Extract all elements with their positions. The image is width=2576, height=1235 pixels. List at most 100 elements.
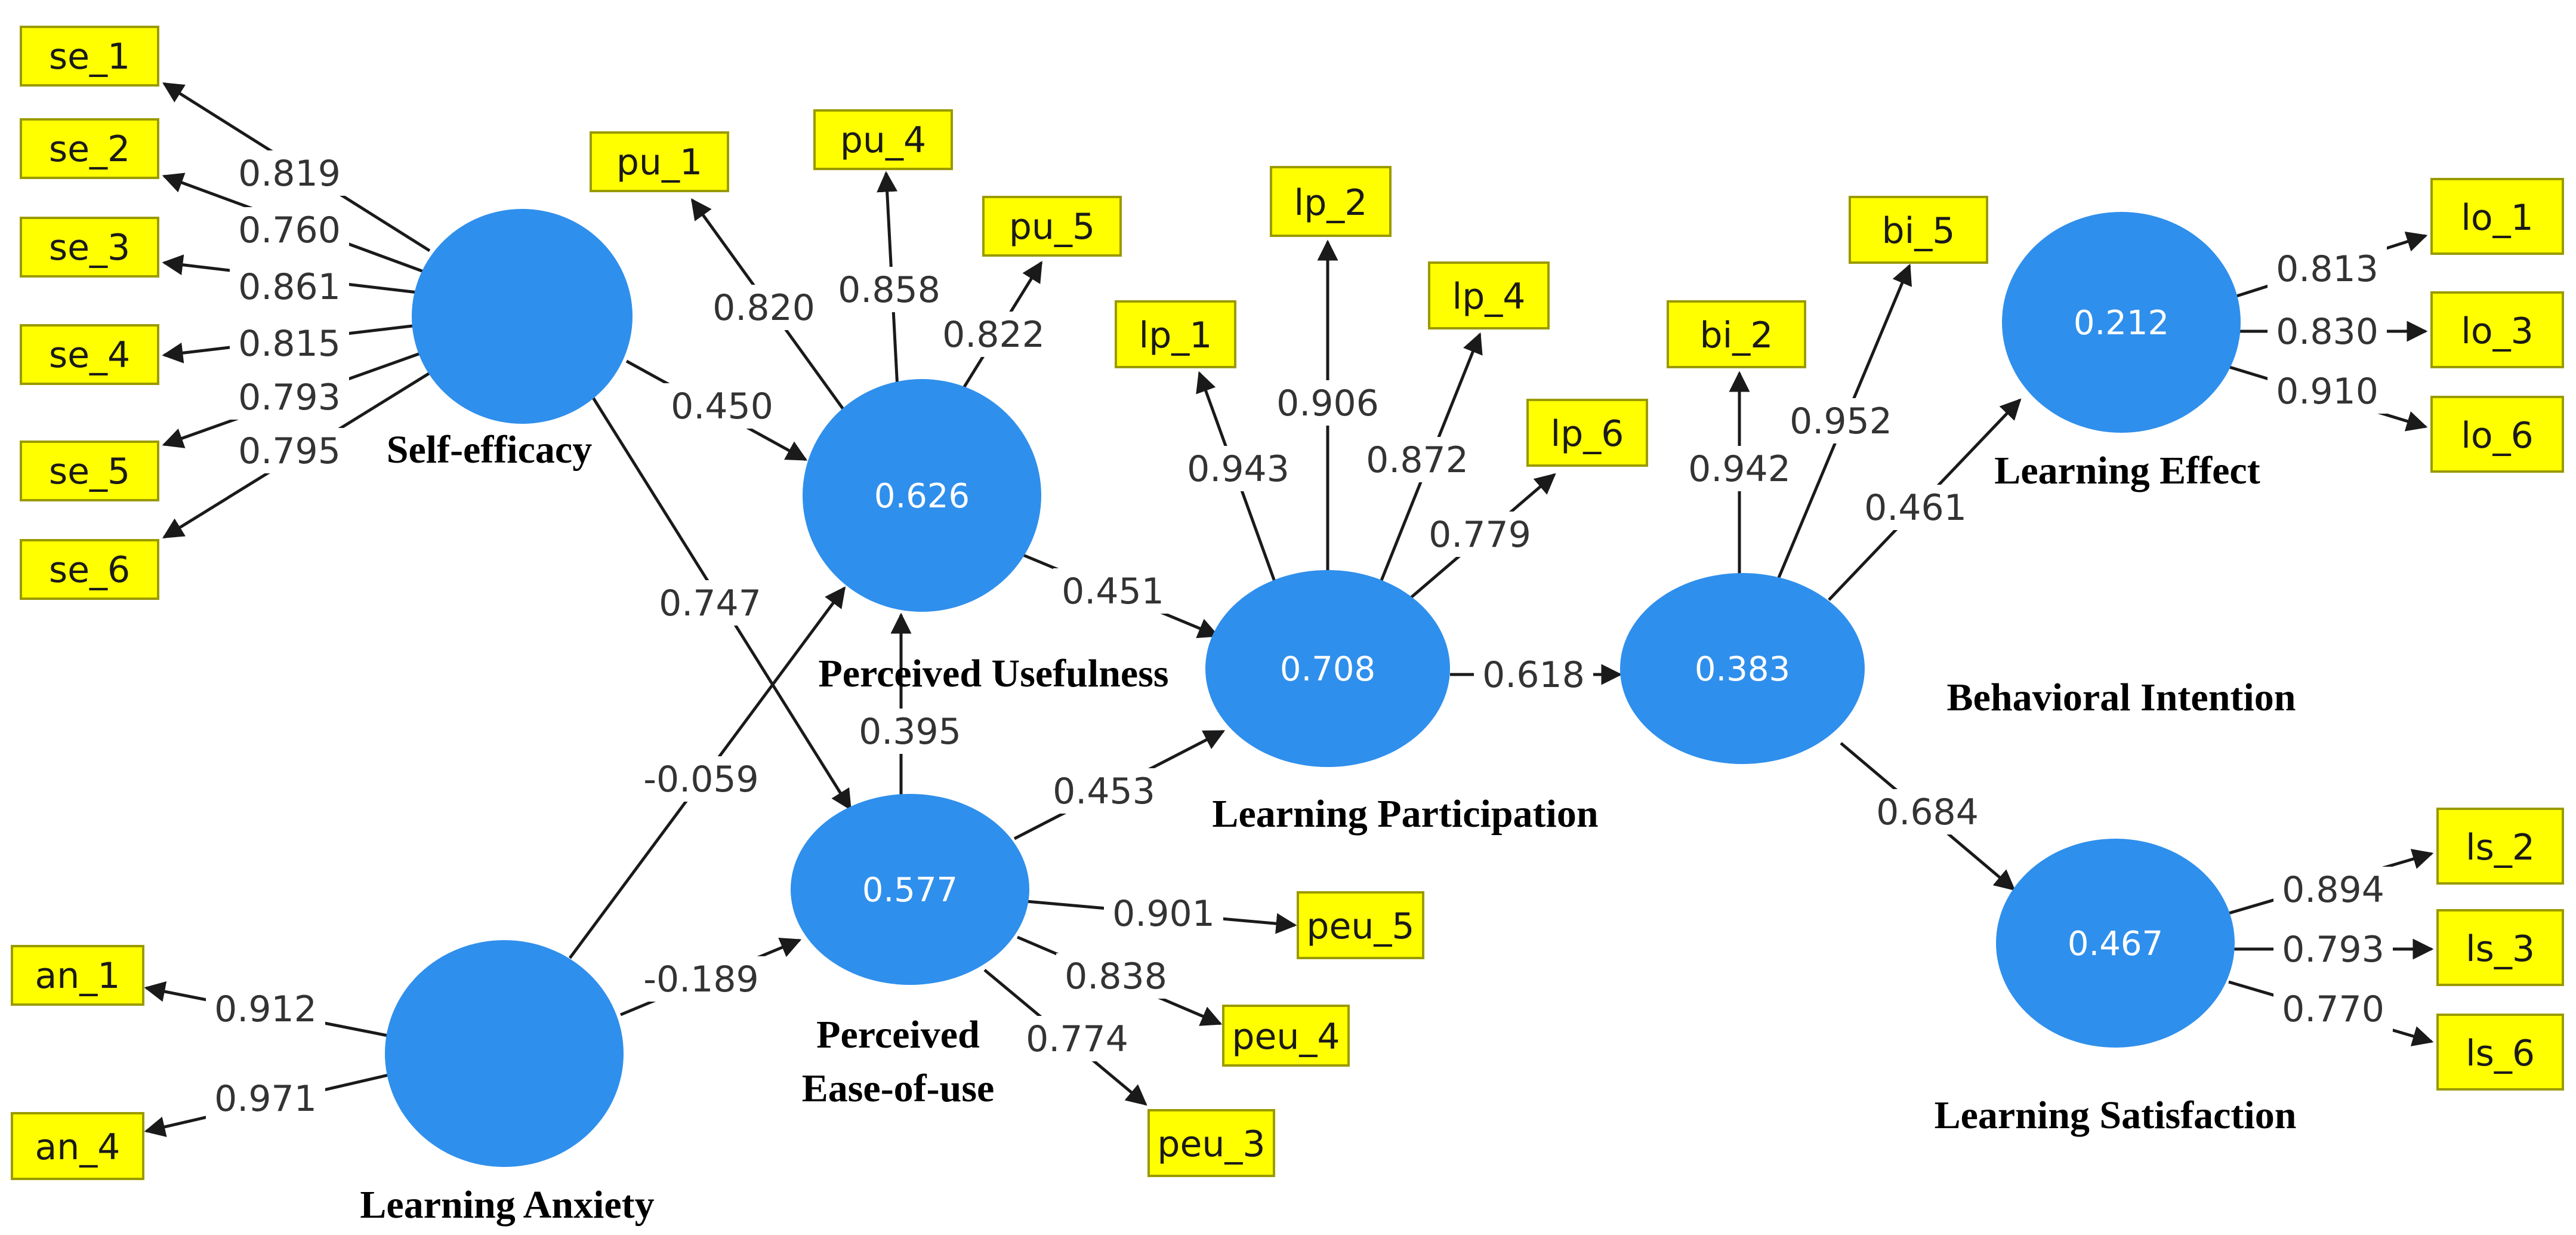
svg-text:0.813: 0.813: [2276, 248, 2378, 290]
svg-text:0.820: 0.820: [712, 287, 815, 329]
construct-perceived-ease-of-use: 0.577: [791, 794, 1029, 985]
loading-bi_2: 0.942: [1680, 446, 1799, 491]
svg-text:-0.059: -0.059: [643, 759, 758, 800]
label-learning-effect: Learning Effect: [1994, 449, 2260, 492]
svg-text:lp_1: lp_1: [1139, 315, 1213, 356]
svg-text:0.774: 0.774: [1026, 1018, 1128, 1060]
indicator-lp_1: lp_1: [1115, 300, 1236, 368]
svg-text:lo_1: lo_1: [2461, 197, 2534, 239]
svg-text:0.906: 0.906: [1276, 383, 1379, 424]
svg-text:0.942: 0.942: [1688, 448, 1791, 490]
loading-peu_5: 0.901: [1104, 891, 1223, 936]
svg-text:bi_5: bi_5: [1882, 210, 1955, 252]
loading-lp_4: 0.872: [1358, 437, 1477, 482]
indicator-ls_2: ls_2: [2436, 808, 2564, 885]
svg-text:0.894: 0.894: [2282, 869, 2384, 911]
svg-text:ls_2: ls_2: [2466, 827, 2535, 868]
svg-text:0.450: 0.450: [671, 386, 773, 427]
indicator-boxes: se_1 se_2 se_3 se_4 se_5 se_6 pu_1 pu_4 …: [11, 26, 2564, 1180]
svg-text:0.838: 0.838: [1065, 956, 1167, 997]
svg-text:-0.189: -0.189: [643, 959, 758, 1000]
construct-self-efficacy: [412, 209, 633, 424]
edge-labels: 0.819 0.760 0.861 0.815 0.793 0.795 0.82…: [206, 150, 2393, 1121]
indicator-pu_1: pu_1: [590, 131, 729, 192]
construct-perceived-usefulness: 0.626: [803, 379, 1041, 612]
svg-text:0.212: 0.212: [2074, 304, 2169, 343]
indicator-bi_5: bi_5: [1849, 196, 1988, 264]
indicator-pu_5: pu_5: [982, 196, 1122, 257]
indicator-se_6: se_6: [20, 539, 159, 600]
label-learning-satisfaction: Learning Satisfaction: [1935, 1094, 2297, 1137]
loading-ls_3: 0.793: [2273, 926, 2393, 972]
loading-an_1: 0.912: [206, 986, 325, 1031]
label-self-efficacy: Self-efficacy: [387, 428, 592, 472]
svg-text:an_1: an_1: [35, 955, 121, 997]
svg-text:0.795: 0.795: [238, 430, 341, 472]
svg-text:0.910: 0.910: [2276, 371, 2378, 412]
svg-text:se_1: se_1: [49, 36, 130, 78]
loading-se_3: 0.861: [230, 264, 349, 309]
svg-text:se_2: se_2: [49, 128, 130, 170]
path-label-peu-lp: 0.453: [1044, 768, 1164, 814]
path-label-bi-ls: 0.684: [1868, 789, 1987, 834]
svg-text:pu_4: pu_4: [840, 119, 926, 161]
svg-text:0.872: 0.872: [1366, 439, 1469, 481]
svg-text:0.822: 0.822: [942, 314, 1045, 356]
svg-text:pu_5: pu_5: [1009, 206, 1095, 248]
svg-text:0.770: 0.770: [2282, 988, 2384, 1030]
indicator-se_4: se_4: [20, 324, 159, 385]
svg-text:0.819: 0.819: [238, 153, 341, 195]
construct-labels: Self-efficacy Perceived Usefulness Perce…: [360, 428, 2296, 1227]
loading-pu_5: 0.822: [934, 312, 1053, 357]
svg-text:0.618: 0.618: [1482, 654, 1585, 696]
loading-lo_1: 0.813: [2268, 246, 2387, 291]
path-label-pu-lp: 0.451: [1053, 568, 1173, 614]
svg-text:pu_1: pu_1: [616, 141, 702, 183]
svg-text:ls_6: ls_6: [2466, 1033, 2535, 1074]
label-learning-participation: Learning Participation: [1212, 792, 1598, 836]
path-label-an-pu: -0.059: [633, 756, 770, 802]
indicator-bi_2: bi_2: [1667, 300, 1806, 368]
svg-text:peu_3: peu_3: [1157, 1123, 1265, 1165]
svg-text:0.626: 0.626: [874, 477, 970, 516]
svg-text:bi_2: bi_2: [1700, 315, 1773, 356]
path-label-se-pu: 0.450: [662, 383, 782, 429]
construct-learning-effect: 0.212: [2002, 212, 2241, 433]
indicator-pu_4: pu_4: [813, 109, 953, 170]
loading-an_4: 0.971: [206, 1076, 325, 1121]
constructs: 0.626 0.577 0.708 0.383 0.212 0.467: [385, 209, 2241, 1167]
svg-text:0.453: 0.453: [1053, 771, 1155, 812]
path-label-an-peu: -0.189: [633, 956, 770, 1002]
svg-text:lp_6: lp_6: [1551, 413, 1624, 455]
indicator-an_1: an_1: [11, 945, 144, 1006]
svg-text:0.461: 0.461: [1864, 487, 1967, 529]
svg-text:se_3: se_3: [49, 227, 130, 269]
svg-text:0.815: 0.815: [238, 323, 341, 365]
svg-text:0.760: 0.760: [238, 210, 341, 251]
loading-ls_6: 0.770: [2273, 986, 2393, 1031]
svg-text:0.747: 0.747: [659, 583, 761, 624]
indicator-lo_6: lo_6: [2430, 396, 2564, 473]
svg-text:0.901: 0.901: [1112, 893, 1215, 935]
label-learning-anxiety: Learning Anxiety: [360, 1183, 654, 1227]
svg-text:an_4: an_4: [35, 1126, 121, 1168]
loading-peu_3: 0.774: [1017, 1016, 1137, 1061]
indicator-se_3: se_3: [20, 217, 159, 278]
svg-text:peu_5: peu_5: [1306, 906, 1414, 947]
label-perceived-ease-of-use-line1: Perceived: [816, 1013, 980, 1057]
indicator-peu_4: peu_4: [1222, 1005, 1350, 1067]
svg-text:0.943: 0.943: [1187, 448, 1289, 490]
indicator-lp_2: lp_2: [1270, 166, 1392, 237]
loading-lp_2: 0.906: [1268, 380, 1387, 426]
loading-peu_4: 0.838: [1056, 953, 1176, 999]
loading-se_1: 0.819: [230, 150, 349, 196]
loading-pu_4: 0.858: [829, 267, 949, 312]
svg-text:0.577: 0.577: [862, 871, 958, 910]
indicator-an_4: an_4: [11, 1112, 144, 1180]
loading-lo_6: 0.910: [2268, 368, 2387, 414]
svg-text:0.395: 0.395: [859, 711, 961, 753]
construct-learning-satisfaction: 0.467: [1996, 839, 2235, 1048]
svg-text:lp_4: lp_4: [1452, 276, 1526, 318]
svg-text:0.912: 0.912: [214, 988, 317, 1030]
